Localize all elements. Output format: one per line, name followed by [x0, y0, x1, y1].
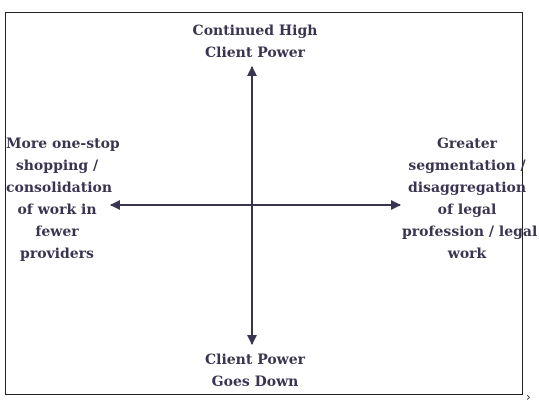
top-axis-label-line: Continued High — [192, 23, 318, 39]
bottom-axis-label-line: Goes Down — [211, 374, 299, 390]
left-axis-label-line: consolidation — [6, 180, 113, 196]
trailing-glyph: › — [526, 390, 531, 404]
left-axis-label-line: More one-stop — [6, 136, 120, 152]
left-axis-label-line: providers — [20, 246, 94, 262]
right-axis-label-line: disaggregation — [407, 180, 527, 196]
left-axis-label-line: shopping / — [15, 158, 99, 174]
bottom-axis-label: Client Power Goes Down — [190, 349, 320, 393]
top-axis-label-line: Client Power — [204, 45, 306, 61]
diagram-frame — [5, 12, 523, 395]
left-axis-label-line: of work in — [17, 202, 97, 218]
top-axis-label: Continued High Client Power — [190, 20, 320, 64]
right-axis-label-line: of legal — [437, 202, 497, 218]
bottom-axis-label-line: Client Power — [204, 352, 306, 368]
left-axis-label: More one-stop shopping / consolidation o… — [6, 133, 120, 265]
right-axis-label: Greater segmentation / disaggregation of… — [402, 133, 538, 265]
right-axis-label-line: work — [447, 246, 487, 262]
right-axis-label-line: Greater — [436, 136, 498, 152]
left-axis-label-line: fewer — [35, 224, 79, 240]
right-axis-label-line: profession / legal — [402, 224, 538, 240]
right-axis-label-line: segmentation / — [408, 158, 526, 174]
